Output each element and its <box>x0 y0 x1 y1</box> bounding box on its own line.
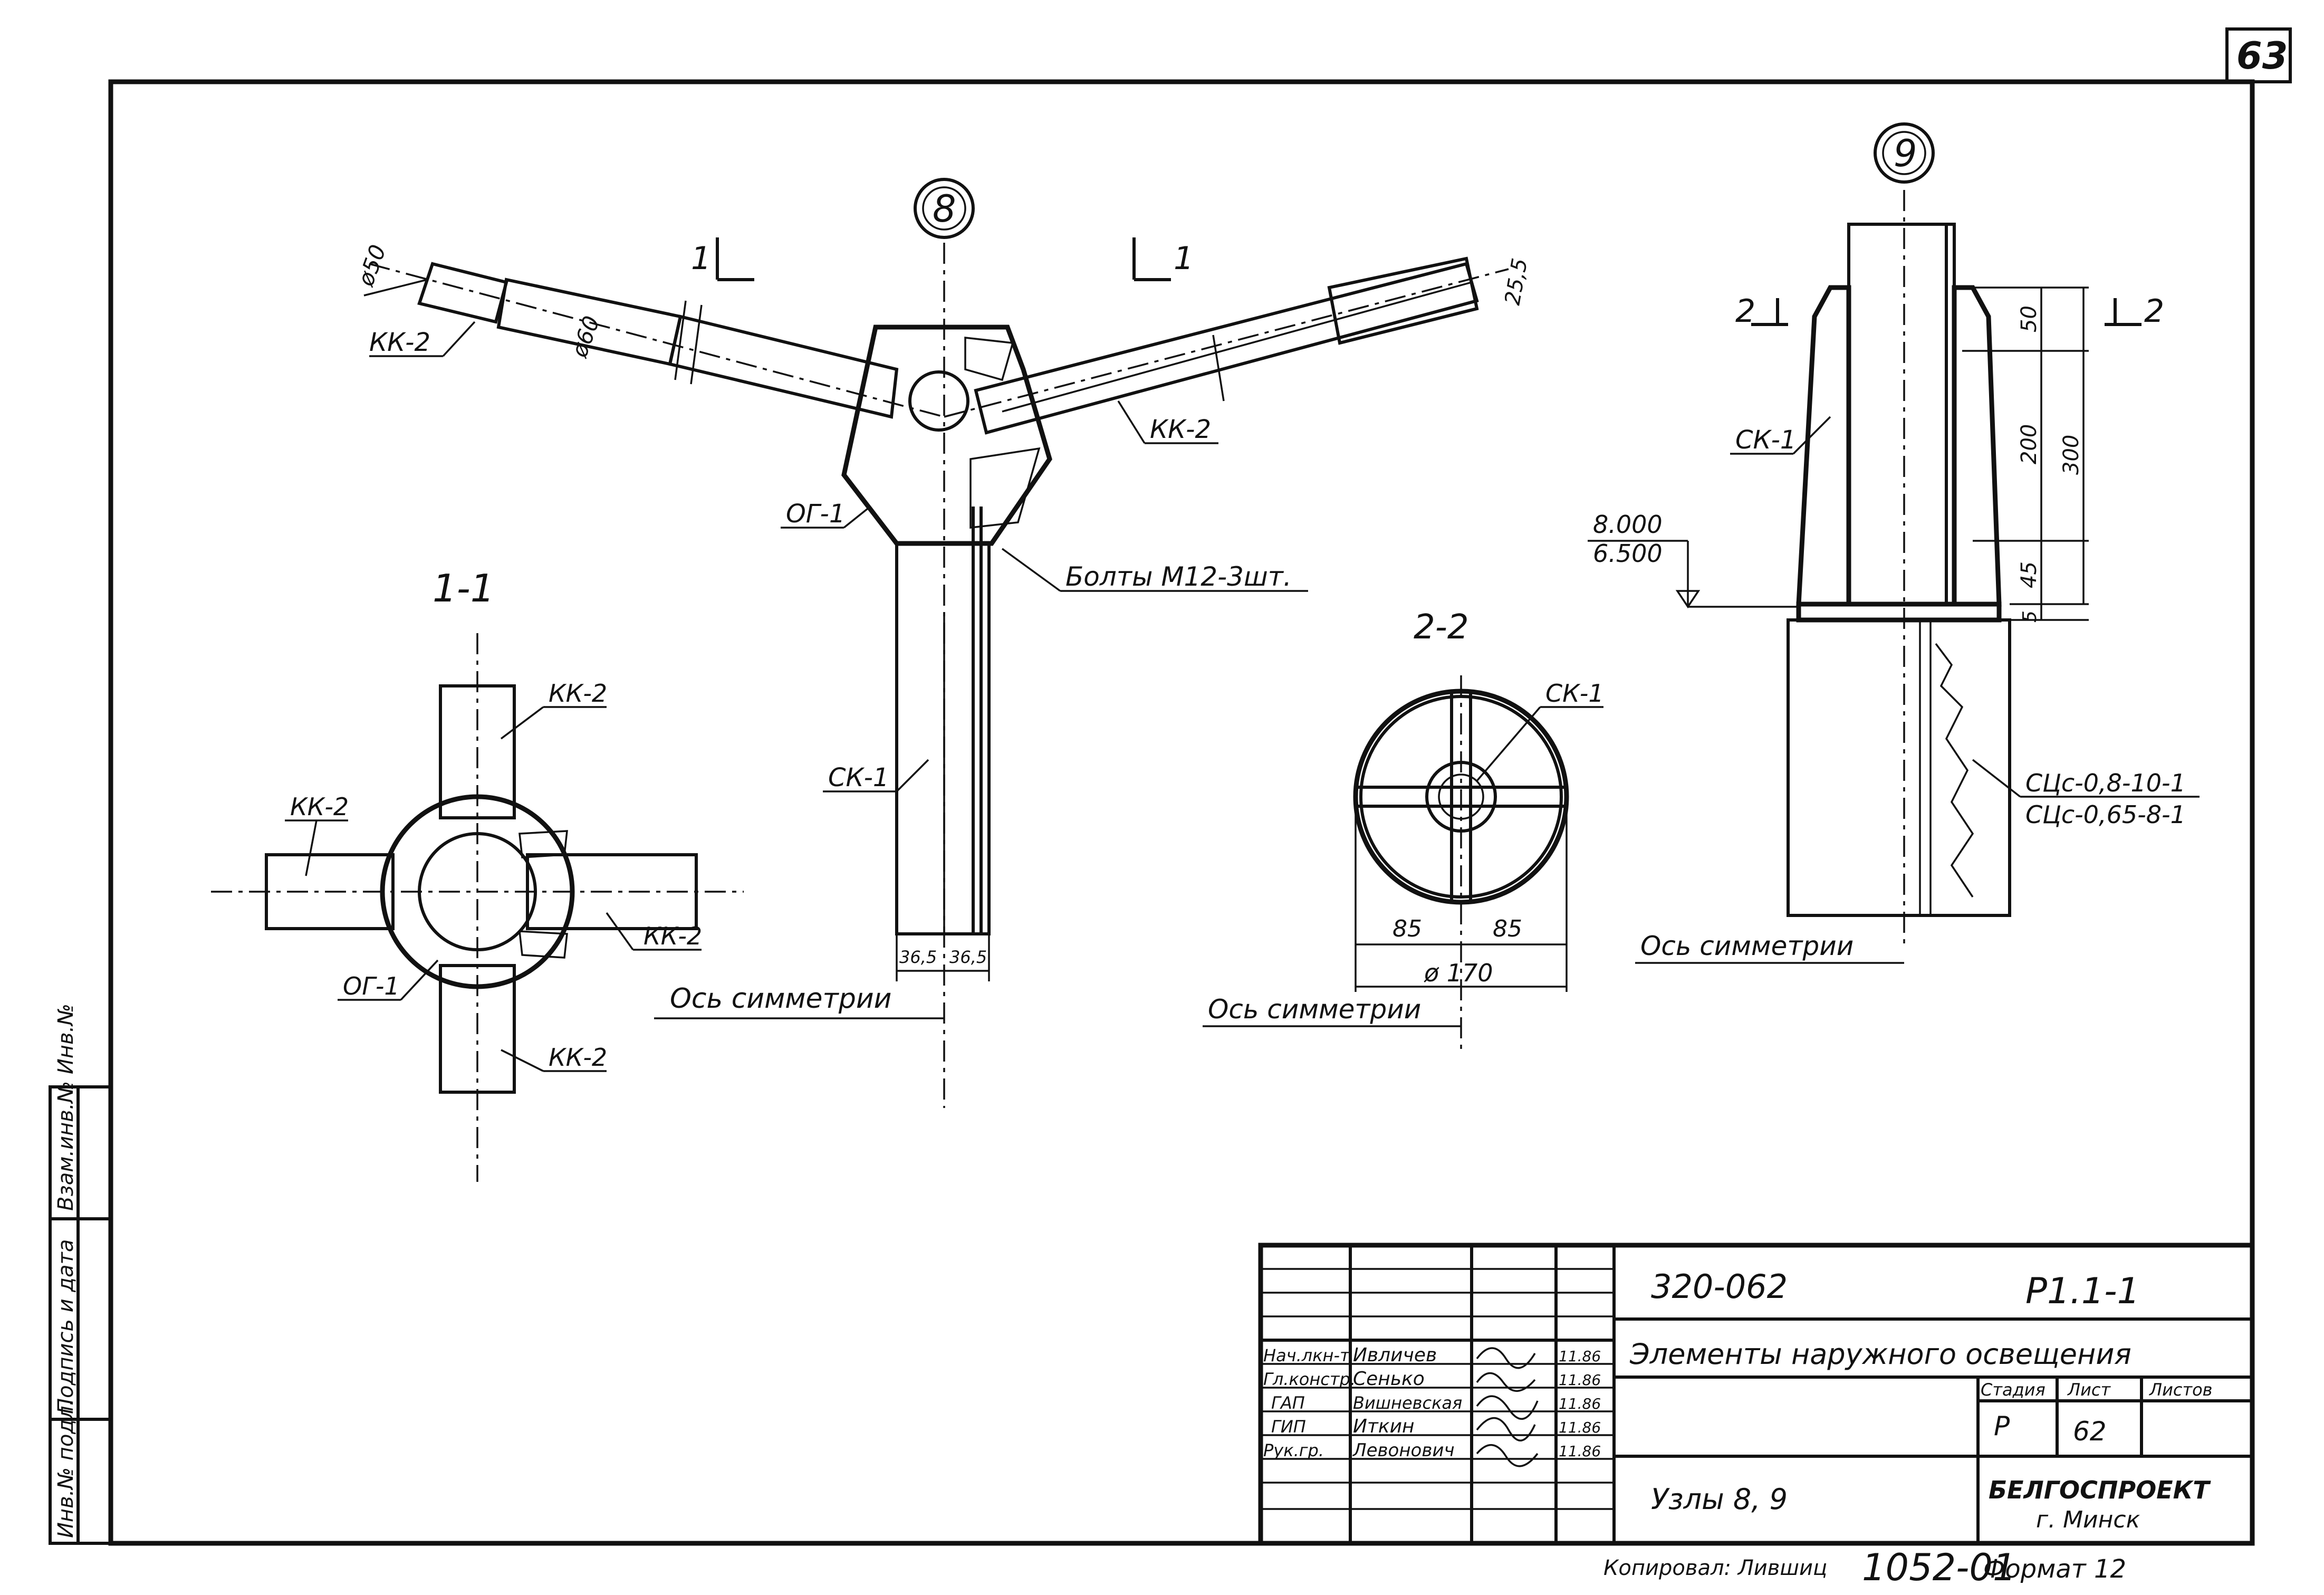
page-number-box: 63 <box>2225 27 2292 83</box>
page-number: 63 <box>2236 34 2288 78</box>
s11-label-kk2-top: КК-2 <box>549 679 607 708</box>
title-block: Нач.лкн-т Ивличев 11.86 Гл.констр. Сеньк… <box>1258 1243 2255 1546</box>
section-2-2-title: 2-2 <box>1414 608 1469 647</box>
inventory-strip: Взам.инв.№ Инв.№ Подпись и дата Инв.№ по… <box>49 1004 112 1545</box>
node8-dim-bottom-right: 36,5 <box>949 947 987 967</box>
node9-dim-5: 5 <box>2019 610 2041 623</box>
section-mark-1-right: 1 <box>1174 240 1194 277</box>
node8-label-og1: ОГ-1 <box>786 499 845 529</box>
role-1: Нач.лкн-т <box>1263 1345 1350 1365</box>
role-4: ГИП <box>1271 1417 1306 1437</box>
name-1: Ивличев <box>1353 1344 1437 1366</box>
sheet-code: Р1.1-1 <box>2025 1271 2140 1312</box>
node9-label-sk1: СК-1 <box>1735 425 1796 455</box>
sheet-value: 62 <box>2073 1416 2107 1447</box>
project-title: Элементы наружного освещения <box>1629 1338 2131 1371</box>
copied-by: Копировал: Лившиц <box>1603 1556 1827 1580</box>
s22-label-sk1: СК-1 <box>1545 679 1604 708</box>
node8-dim-right: 25,5 <box>1501 256 1533 307</box>
node-9-number: 9 <box>1894 132 1917 175</box>
node-8-view: 8 <box>352 178 1533 1108</box>
name-5: Левонович <box>1352 1440 1455 1461</box>
level-8000: 8.000 <box>1593 510 1663 539</box>
bolts-label: Болты М12-3шт. <box>1065 561 1292 592</box>
doc-code: 320-062 <box>1651 1267 1788 1306</box>
inventory-stamp: 1052-01 <box>1862 1546 2016 1589</box>
s11-label-kk2-left: КК-2 <box>290 792 349 821</box>
s11-label-kk2-bottom: КК-2 <box>549 1043 607 1072</box>
node8-label-sk1: СК-1 <box>828 763 889 792</box>
date-4: 11.86 <box>1559 1419 1601 1436</box>
stage-value: Р <box>1994 1411 2010 1441</box>
stage-header: Стадия <box>1981 1380 2045 1400</box>
node8-label-kk2-left: КК-2 <box>369 328 430 357</box>
og1-round-hub <box>380 794 575 989</box>
node8-label-kk2-right: КК-2 <box>1150 415 1211 444</box>
role-row-4: ГИП Иткин 11.86 <box>1271 1416 1601 1437</box>
node8-dim-d60: ø60 <box>566 312 604 361</box>
name-4: Иткин <box>1353 1416 1415 1437</box>
node9-label-stand-1: СЦс-0,8-10-1 <box>2025 769 2186 797</box>
node8-dim-bottom-left: 36,5 <box>899 947 937 967</box>
role-row-2: Гл.констр. Сенько 11.86 <box>1263 1368 1601 1390</box>
section-mark-2-left: 2 <box>1735 293 1755 330</box>
s11-label-kk2-right: КК-2 <box>644 922 702 950</box>
org-city: г. Минск <box>2036 1506 2140 1533</box>
s22-dim-right: 85 <box>1493 915 1522 942</box>
node9-dim-200: 200 <box>2017 424 2041 464</box>
strip-inv-podl: Инв.№ подл. <box>54 1399 78 1538</box>
section-2-2: 2-2 СК-1 85 85 ø 170 Ось симметрии <box>1203 608 1604 1050</box>
date-2: 11.86 <box>1559 1371 1601 1389</box>
level-6500: 6.500 <box>1593 539 1663 568</box>
left-tube-kk2 <box>369 262 945 419</box>
date-3: 11.86 <box>1559 1395 1601 1412</box>
role-3: ГАП <box>1271 1393 1305 1413</box>
s22-axis-label: Ось симметрии <box>1208 994 1421 1025</box>
sheets-header: Листов <box>2149 1380 2213 1400</box>
node9-sleeve-sk1 <box>1796 285 1851 607</box>
s22-dim-total: ø 170 <box>1424 959 1493 987</box>
role-row-3: ГАП Вишневская 11.86 <box>1271 1393 1601 1413</box>
node9-label-stand-2: СЦс-0,65-8-1 <box>2025 800 2186 829</box>
section-1-1-title: 1-1 <box>433 566 495 610</box>
sheet-header: Лист <box>2067 1380 2111 1400</box>
node9-axis-label: Ось симметрии <box>1640 931 1854 961</box>
s11-label-og1: ОГ-1 <box>343 972 400 1000</box>
node9-dim-50: 50 <box>2017 305 2041 332</box>
node-9-marker <box>1874 122 1935 184</box>
node9-dim-300: 300 <box>2059 435 2083 475</box>
og1-hub <box>841 324 1052 546</box>
node9-concrete-fill <box>1929 619 2011 916</box>
role-row-5: Рук.гр. Левонович 11.86 <box>1263 1440 1601 1461</box>
node-9-view: 9 2 2 50 200 300 45 5 С <box>1588 122 2200 964</box>
role-row-1: Нач.лкн-т Ивличев 11.86 <box>1263 1344 1601 1366</box>
right-tube-kk2 <box>944 256 1509 435</box>
date-5: 11.86 <box>1559 1443 1601 1460</box>
sk1-post <box>895 507 991 935</box>
section-1-1: 1-1 КК-2 КК-2 КК-2 КК-2 ОГ-1 <box>211 566 744 1182</box>
name-2: Сенько <box>1353 1368 1425 1390</box>
section-mark-1-left: 1 <box>691 240 711 277</box>
strip-vzam-inv: Взам.инв.№ Инв.№ <box>54 1004 78 1211</box>
strip-podpis: Подпись и дата <box>54 1239 78 1414</box>
signature-scribbles <box>1476 1347 1539 1467</box>
node-8-marker <box>914 178 975 239</box>
node8-dim-d50: ø50 <box>352 241 391 290</box>
date-1: 11.86 <box>1559 1348 1601 1365</box>
role-5: Рук.гр. <box>1263 1440 1324 1460</box>
node8-axis-label: Ось симметрии <box>670 983 891 1015</box>
node9-dim-45: 45 <box>2017 561 2041 588</box>
node-8-number: 8 <box>933 187 956 231</box>
s22-dim-left: 85 <box>1393 915 1422 942</box>
section-mark-2-right: 2 <box>2144 293 2164 330</box>
drawing-frame <box>108 79 2255 1546</box>
role-2: Гл.констр. <box>1263 1369 1356 1389</box>
name-3: Вишневская <box>1353 1393 1462 1413</box>
format-note: Формат 12 <box>1983 1554 2126 1584</box>
org-name: БЕЛГОСПРОЕКТ <box>1989 1476 2211 1504</box>
drawing-title: Узлы 8, 9 <box>1651 1483 1788 1516</box>
